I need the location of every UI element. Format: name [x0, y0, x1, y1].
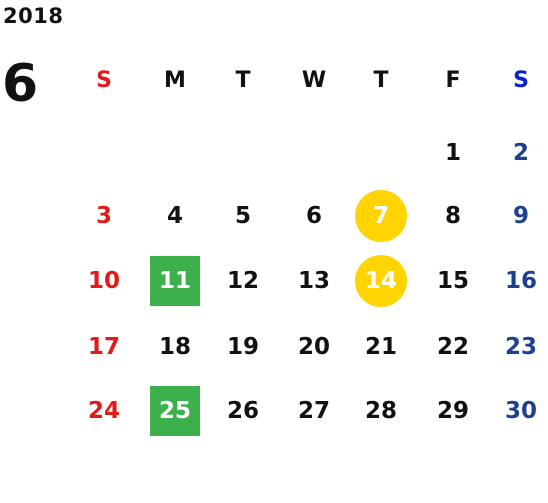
day-cell-wed: 20 [297, 334, 330, 360]
day-cell-tue: 26 [226, 398, 259, 424]
day-cell-fri: 8 [444, 203, 461, 229]
weekday-fri: F [445, 68, 461, 93]
green-square-marker [150, 256, 200, 306]
weekday-sun: S [96, 68, 112, 93]
day-cell-sun: 3 [95, 203, 112, 229]
year-label: 2018 [3, 4, 64, 28]
day-cell-thu: 14 [364, 268, 397, 294]
day-cell-tue: 19 [226, 334, 259, 360]
day-cell-sun: 10 [87, 268, 120, 294]
day-cell-fri: 29 [436, 398, 469, 424]
day-cell-tue: 12 [226, 268, 259, 294]
day-cell-wed: 6 [305, 203, 322, 229]
weekday-thu: T [373, 68, 389, 93]
day-cell-thu: 28 [364, 398, 397, 424]
weekday-mon: M [164, 68, 186, 93]
day-cell-sat: 2 [512, 140, 529, 166]
day-cell-mon: 18 [158, 334, 191, 360]
month-label: 6 [2, 54, 39, 114]
weekday-tue: T [235, 68, 251, 93]
day-cell-mon: 25 [158, 398, 191, 424]
day-cell-wed: 13 [297, 268, 330, 294]
green-square-marker [150, 386, 200, 436]
day-cell-sat: 23 [504, 334, 537, 360]
yellow-circle-marker [355, 190, 407, 242]
weekday-wed: W [301, 68, 327, 93]
day-cell-thu: 21 [364, 334, 397, 360]
weekday-sat: S [513, 68, 529, 93]
day-cell-sat: 30 [504, 398, 537, 424]
day-cell-thu: 7 [372, 203, 389, 229]
day-cell-fri: 22 [436, 334, 469, 360]
day-cell-sat: 16 [504, 268, 537, 294]
day-cell-sun: 17 [87, 334, 120, 360]
day-cell-sun: 24 [87, 398, 120, 424]
day-cell-fri: 1 [444, 140, 461, 166]
day-cell-mon: 11 [158, 268, 191, 294]
day-cell-sat: 9 [512, 203, 529, 229]
day-cell-wed: 27 [297, 398, 330, 424]
day-cell-tue: 5 [234, 203, 251, 229]
day-cell-fri: 15 [436, 268, 469, 294]
day-cell-mon: 4 [166, 203, 183, 229]
yellow-circle-marker [355, 255, 407, 307]
